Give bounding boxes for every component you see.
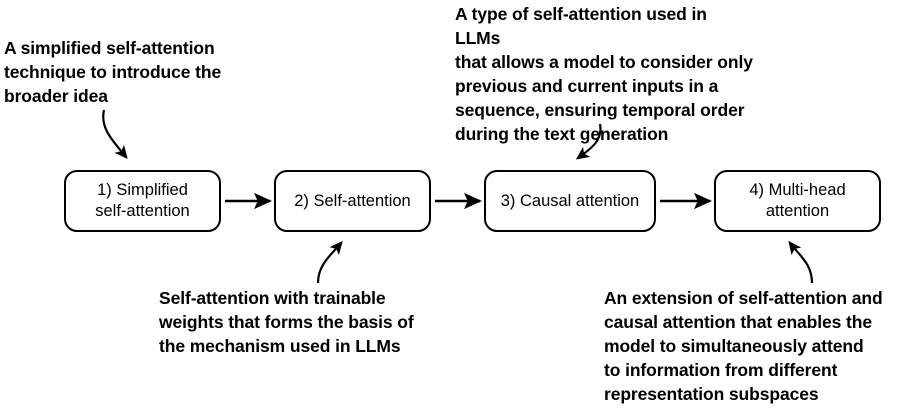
callout-arrow-multi-head bbox=[788, 240, 814, 284]
annotation-multi-head-attention: An extension of self-attention and causa… bbox=[604, 288, 883, 404]
flow-box-multi-head-attention[interactable]: 4) Multi-head attention bbox=[714, 170, 881, 232]
annotation-causal-attention: A type of self-attention used in LLMs th… bbox=[455, 4, 753, 144]
annotation-simplified-self-attention: A simplified self-attention technique to… bbox=[4, 38, 222, 106]
callout-arrow-simplified bbox=[102, 109, 128, 160]
annotation-self-attention: Self-attention with trainable weights th… bbox=[159, 288, 414, 356]
flow-box-simplified-self-attention[interactable]: 1) Simplified self-attention bbox=[64, 170, 221, 232]
callout-arrow-self-attention bbox=[316, 240, 343, 284]
flow-box-causal-attention[interactable]: 3) Causal attention bbox=[484, 170, 656, 232]
flow-box-self-attention[interactable]: 2) Self-attention bbox=[274, 170, 431, 232]
